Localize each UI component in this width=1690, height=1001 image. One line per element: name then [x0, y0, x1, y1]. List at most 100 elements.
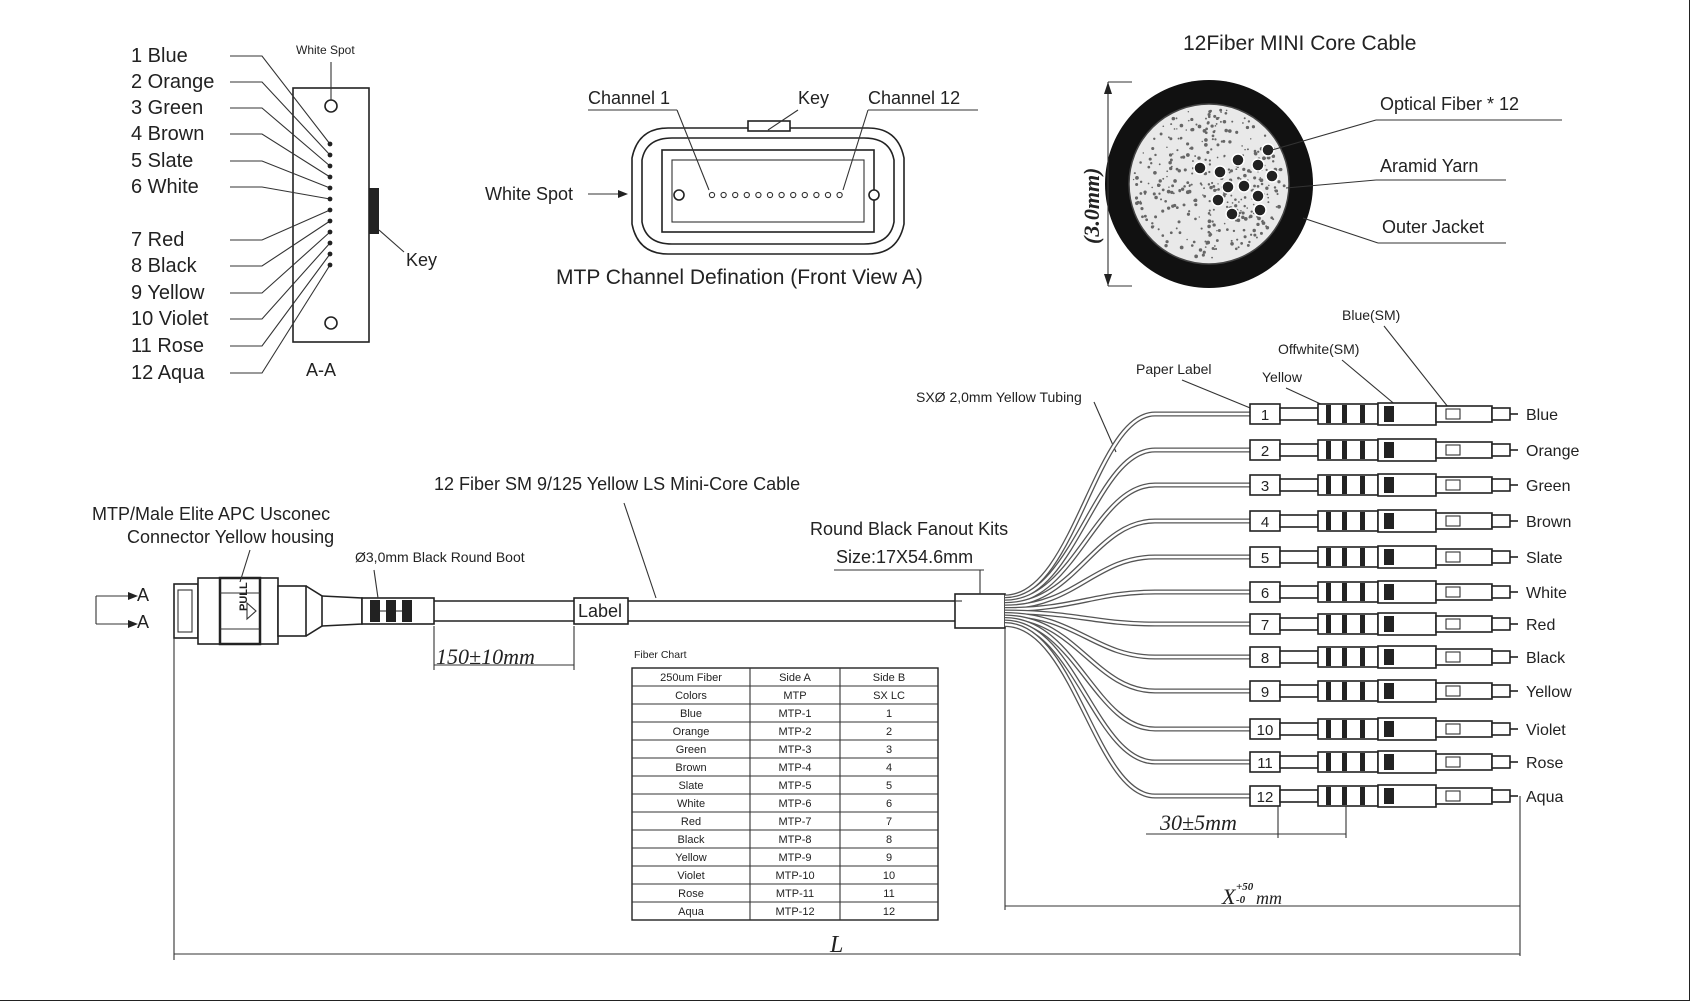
table-cell: 5 [886, 780, 892, 792]
lc-window [1445, 586, 1461, 598]
yarn-speck [1162, 177, 1165, 180]
yellow-tube [1279, 684, 1319, 698]
optical-fiber [1251, 158, 1265, 172]
table-cell: SX LC [873, 690, 905, 702]
yarn-speck [1257, 150, 1260, 153]
yarn-speck [1171, 116, 1176, 121]
leg-color-label: Orange [1526, 443, 1579, 460]
yarn-speck [1259, 231, 1263, 235]
yarn-speck [1188, 185, 1191, 187]
table-cell: Side B [873, 672, 905, 684]
yarn-speck [1217, 183, 1219, 185]
lc-window [1445, 685, 1461, 697]
yarn-speck [1217, 229, 1221, 233]
yarn-speck [1252, 188, 1254, 191]
lc-boot-rib [1342, 648, 1347, 666]
fiber-pin-label: 1 Blue [131, 45, 188, 67]
yarn-speck [1225, 109, 1228, 112]
yarn-speck [1159, 132, 1163, 136]
lc-ferrule-holder [1491, 684, 1511, 698]
table-cell: 3 [886, 744, 892, 756]
lc-housing [1435, 615, 1493, 633]
yarn-speck [1177, 220, 1181, 224]
yarn-speck [1154, 153, 1157, 157]
lc-boot-rib [1342, 583, 1347, 601]
lc-ferrule-holder [1491, 478, 1511, 492]
yarn-speck [1222, 139, 1226, 143]
yarn-speck [1253, 233, 1257, 237]
yarn-speck [1166, 146, 1168, 149]
yarn-speck [1197, 156, 1201, 160]
fiber-pin-label: 6 White [131, 176, 199, 198]
yarn-speck [1169, 137, 1173, 141]
lc-housing [1435, 548, 1493, 566]
yarn-speck [1253, 176, 1257, 180]
yarn-speck [1226, 228, 1229, 232]
yarn-speck [1158, 179, 1162, 183]
fiber-pin-dot [327, 196, 333, 202]
channel-dot [708, 191, 716, 199]
fiber-pin-label: 11 Rose [131, 335, 204, 357]
yarn-speck [1165, 240, 1169, 244]
optical-fiber [1261, 143, 1275, 157]
yarn-speck [1259, 178, 1264, 183]
guide-hole-right [868, 189, 880, 201]
yarn-speck [1247, 120, 1251, 123]
lc-boot-rib [1360, 512, 1365, 530]
yarn-speck [1187, 110, 1190, 113]
yarn-speck [1243, 204, 1246, 208]
lc-ferrule-holder [1491, 407, 1511, 421]
yarn-speck [1236, 218, 1241, 223]
fiber-pin-dot [327, 240, 333, 246]
lc-ferrule-holder [1491, 722, 1511, 736]
lc-latch [1384, 721, 1394, 737]
yarn-speck [1139, 180, 1143, 184]
table-cell: Colors [675, 690, 707, 702]
yarn-speck [1190, 146, 1194, 150]
yarn-speck [1252, 203, 1255, 206]
fiber-pin-label: 4 Brown [131, 123, 204, 145]
yarn-speck [1206, 240, 1211, 245]
channel-dot [755, 191, 762, 199]
table-cell: 10 [883, 870, 895, 882]
leg-number: 7 [1261, 617, 1269, 634]
table-cell: Side A [779, 672, 811, 684]
yarn-speck [1176, 128, 1178, 130]
fiber-pin-leader [230, 220, 331, 267]
yarn-speck [1171, 153, 1174, 155]
yarn-speck [1151, 146, 1155, 151]
yarn-speck [1175, 167, 1179, 171]
yarn-speck [1215, 188, 1218, 191]
channel-dot [813, 191, 820, 199]
outer-jacket-label: Outer Jacket [1382, 217, 1484, 237]
yarn-speck [1213, 188, 1217, 192]
yarn-speck [1198, 216, 1200, 218]
dim-boot-length: 150±10mm [436, 644, 535, 669]
table-cell: MTP-7 [779, 816, 812, 828]
yarn-speck [1219, 120, 1222, 123]
fiber-pin-dot [327, 163, 333, 169]
yarn-speck [1160, 198, 1163, 201]
white-spot-hole-top [324, 99, 338, 113]
yarn-speck [1179, 136, 1183, 140]
yarn-speck [1256, 222, 1260, 227]
yarn-speck [1224, 128, 1228, 133]
yarn-speck [1243, 217, 1248, 221]
table-cell: Aqua [678, 906, 705, 918]
channel-dot [836, 191, 843, 199]
yarn-speck [1208, 163, 1212, 166]
lc-boot-rib [1326, 648, 1331, 666]
lc-boot-rib [1326, 441, 1331, 459]
yarn-speck [1173, 128, 1176, 130]
optical-fiber [1231, 153, 1245, 167]
yarn-speck [1175, 117, 1178, 120]
yarn-speck [1186, 238, 1188, 241]
yarn-speck [1201, 253, 1205, 257]
yarn-speck [1211, 256, 1213, 259]
lc-latch [1384, 513, 1394, 529]
table-cell: White [677, 798, 705, 810]
yarn-speck [1158, 192, 1161, 195]
leg-number: 1 [1261, 407, 1269, 424]
yarn-speck [1168, 160, 1172, 165]
